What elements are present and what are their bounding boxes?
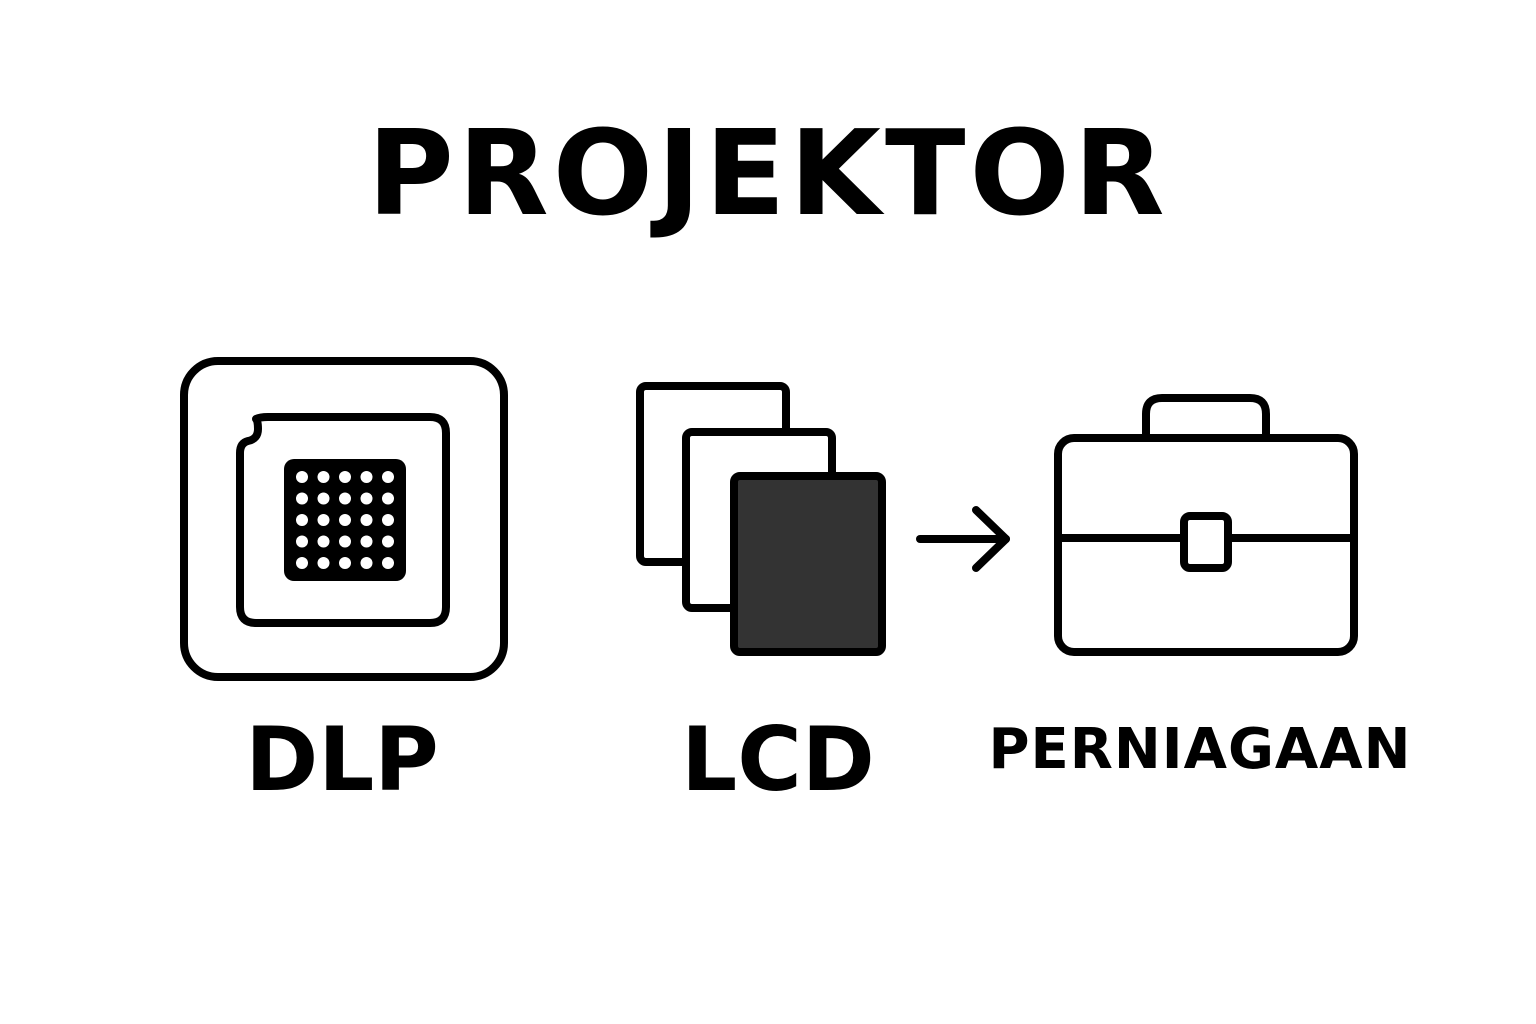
mirror-dot — [382, 492, 394, 505]
mirror-dot — [296, 514, 308, 526]
mirror-dot — [382, 471, 394, 483]
mirror-dot — [382, 535, 394, 548]
mirror-dot — [317, 514, 330, 526]
mirror-dot — [339, 514, 351, 526]
mirror-dot — [339, 557, 351, 569]
mirror-dot — [339, 471, 351, 483]
mirror-dot — [382, 557, 394, 569]
mirror-dot — [360, 514, 373, 526]
mirror-dot — [339, 535, 351, 548]
label-dlp: DLP — [245, 708, 439, 811]
label-perniagaan: PERNIAGAAN — [988, 717, 1412, 782]
mirror-dot — [317, 492, 330, 505]
mirror-dot — [382, 514, 394, 526]
lcd-panels-icon — [636, 382, 886, 656]
mirror-dot — [360, 557, 373, 569]
mirror-dot — [296, 535, 308, 548]
mirror-dot — [296, 492, 308, 505]
arrow-right-icon — [916, 506, 1010, 572]
mirror-dot — [296, 471, 308, 483]
diagram-title: PROJEKTOR — [367, 104, 1169, 242]
mirror-dot — [360, 492, 373, 505]
dlp-chip-icon — [180, 357, 508, 681]
mirror-dot — [360, 535, 373, 548]
mirror-dot — [339, 492, 351, 505]
mirror-dot — [317, 535, 330, 548]
briefcase-icon — [1054, 394, 1358, 656]
label-lcd: LCD — [681, 708, 875, 811]
mirror-dot — [317, 471, 330, 483]
mirror-dot — [360, 471, 373, 483]
mirror-dot — [317, 557, 330, 569]
mirror-dot — [296, 557, 308, 569]
